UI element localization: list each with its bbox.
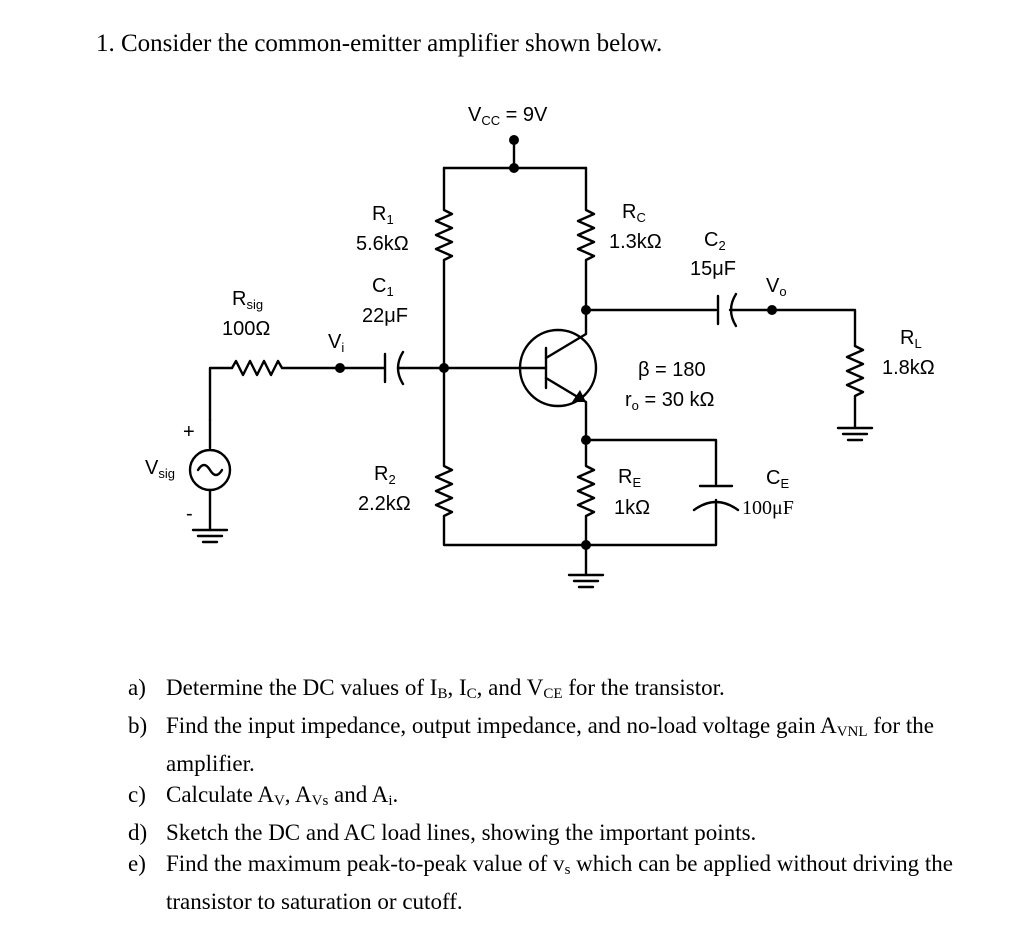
rc-value-label: 1.3kΩ — [609, 231, 662, 253]
vsig-plus-label: + — [183, 421, 195, 443]
question-text: Sketch the DC and AC load lines, showing… — [166, 820, 756, 845]
question-list: a) Determine the DC values of IB, IC, and… — [128, 672, 988, 917]
subscript: i — [388, 793, 393, 809]
question-label: d) — [128, 820, 148, 845]
text-run: , I — [447, 675, 467, 700]
question-label: e) — [128, 851, 146, 876]
rl-value-label: 1.8kΩ — [882, 357, 935, 379]
vsig-minus-label: - — [186, 503, 193, 525]
text-run: Find the maximum peak-to-peak value of v — [166, 851, 565, 876]
beta-label: β = 180 — [638, 359, 706, 381]
r2-value-label: 2.2kΩ — [358, 493, 411, 515]
rc-resistor — [576, 166, 596, 312]
emitter-ground-symbol — [567, 573, 605, 589]
question-item: d) Sketch the DC and AC load lines, showi… — [128, 817, 988, 848]
rc-name-label: RC — [622, 201, 646, 225]
c1-name-label: C1 — [372, 275, 394, 299]
r1-value-label: 5.6kΩ — [356, 233, 409, 255]
question-label: c) — [128, 782, 146, 807]
question-text: Calculate AV, AVs and Ai. — [166, 782, 399, 809]
subscript: V — [273, 793, 285, 809]
text-run: Find the input impedance, output impedan… — [166, 713, 837, 738]
r1-resistor — [434, 166, 454, 370]
text-run: for the amplifier. — [166, 713, 934, 776]
circuit-diagram: VCC = 9V R1 5.6kΩ C1 22μF RC 1.3kΩ C2 15… — [145, 104, 935, 589]
r2-resistor — [434, 366, 588, 547]
ro-label: ro = 30 kΩ — [625, 389, 715, 413]
problem-number: 1. — [96, 30, 115, 57]
problem-text: Consider the common-emitter amplifier sh… — [121, 30, 663, 57]
vsig-ground-symbol — [191, 528, 229, 544]
c1-value-label: 22μF — [362, 305, 408, 327]
question-text: Find the input impedance, output impedan… — [166, 713, 934, 776]
question-text: Find the maximum peak-to-peak value of v… — [166, 851, 953, 914]
text-run: . — [392, 782, 399, 807]
ce-value-label: 100μF — [742, 497, 794, 519]
question-item: a) Determine the DC values of IB, IC, and… — [128, 672, 988, 710]
vcc-label: VCC = 9V — [468, 104, 548, 128]
text-run: , A — [284, 782, 312, 807]
question-item: e) Find the maximum peak-to-peak value of… — [128, 848, 988, 917]
subscript: C — [466, 686, 477, 702]
vo-label: Vo — [766, 275, 787, 299]
question-text: Determine the DC values of IB, IC, and V… — [166, 675, 725, 702]
re-name-label: RE — [618, 466, 641, 490]
rl-resistor — [845, 344, 865, 430]
text-run: which can be applied without driving the… — [166, 851, 954, 914]
question-item: b) Find the input impedance, output imped… — [128, 710, 988, 779]
vi-node — [335, 363, 345, 373]
problem-title: 1. Consider the common-emitter amplifier… — [96, 30, 662, 58]
question-label: b) — [128, 713, 148, 738]
re-value-label: 1kΩ — [614, 497, 650, 519]
rsig-name-label: Rsig — [232, 288, 263, 312]
subscript: B — [437, 686, 448, 702]
re-resistor — [576, 438, 596, 577]
rsig-resistor — [230, 359, 387, 377]
question-item: c) Calculate AV, AVs and Ai. — [128, 779, 988, 817]
vsig-source — [188, 418, 232, 532]
text-run: , and V — [476, 675, 544, 700]
rl-ground-symbol — [836, 426, 874, 442]
text-run: Determine the DC values of I — [166, 675, 438, 700]
text-run: and A — [328, 782, 389, 807]
subscript: VNL — [836, 724, 868, 740]
subscript: CE — [543, 686, 563, 702]
npn-transistor — [442, 308, 598, 442]
rsig-value-label: 100Ω — [222, 318, 270, 340]
vo-node — [767, 305, 777, 315]
text-run: for the transistor. — [562, 675, 725, 700]
ce-name-label: CE — [766, 467, 789, 491]
rl-name-label: RL — [900, 327, 922, 351]
question-label: a) — [128, 675, 146, 700]
subscript: Vs — [311, 793, 329, 809]
subscript: s — [564, 862, 571, 878]
text-run: Calculate A — [166, 782, 274, 807]
c2-name-label: C2 — [704, 229, 726, 253]
r2-name-label: R2 — [374, 463, 396, 487]
c2-value-label: 15μF — [690, 258, 736, 280]
vi-label: Vi — [328, 331, 344, 355]
vsig-name-label: Vsig — [145, 457, 175, 481]
r1-name-label: R1 — [372, 203, 394, 227]
text-run: Sketch the DC and AC load lines, showing… — [166, 820, 757, 845]
